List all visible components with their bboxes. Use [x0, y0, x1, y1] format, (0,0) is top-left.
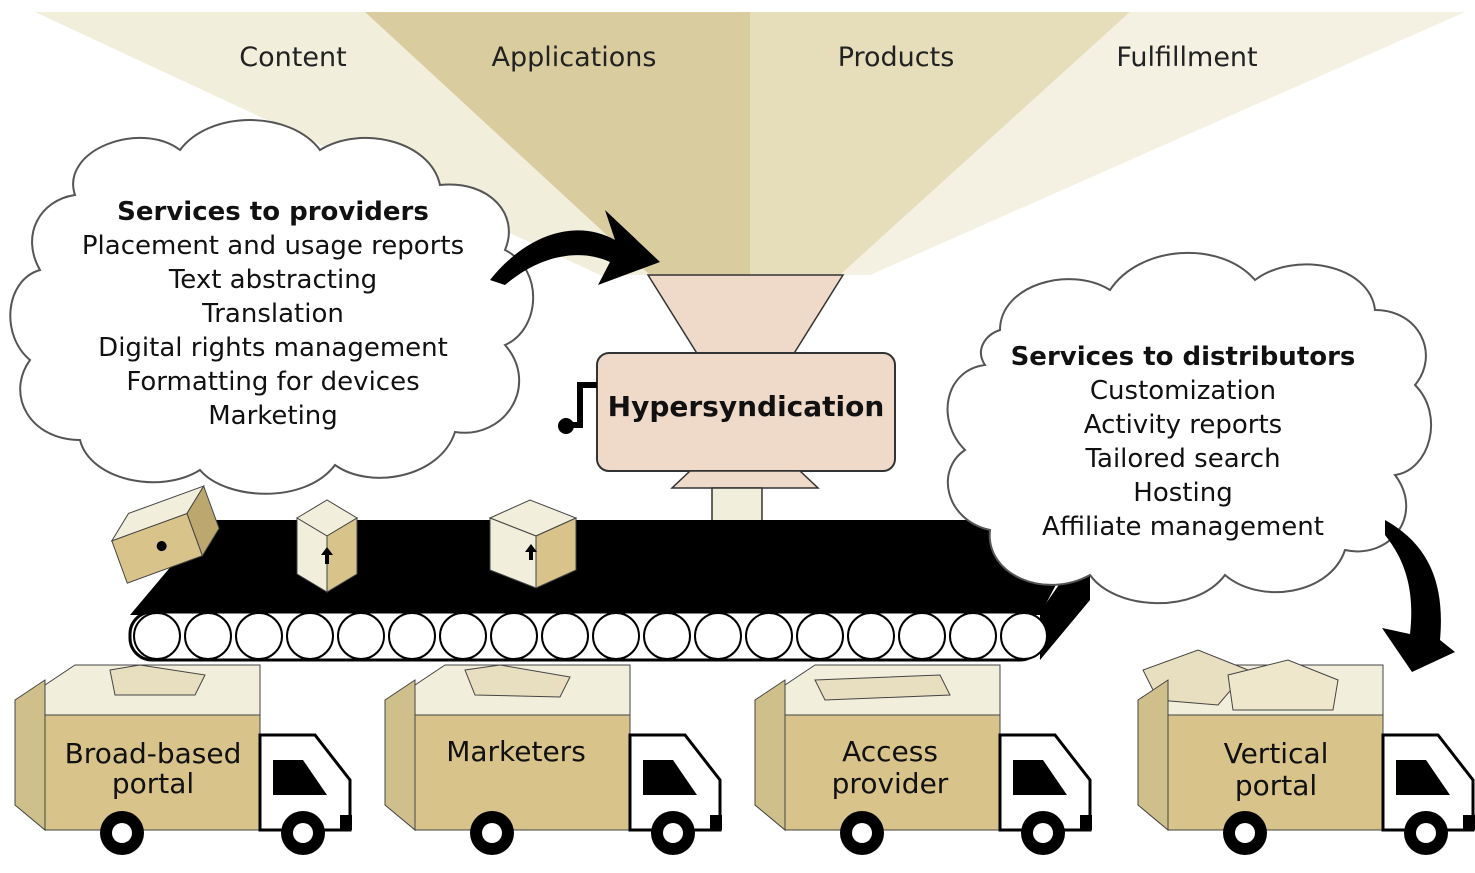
belt-roller: [286, 612, 334, 660]
funnel-panel-products: [750, 12, 1130, 275]
belt-roller: [694, 612, 742, 660]
truck-label: Access: [842, 735, 938, 768]
belt-roller: [235, 612, 283, 660]
curved-arrow-icon: [490, 210, 660, 285]
funnel-label-products: Products: [838, 42, 955, 73]
providers-cloud-item: Text abstracting: [168, 265, 377, 295]
belt-roller: [847, 612, 895, 660]
distributors-cloud: Services to distributors Customization A…: [946, 251, 1432, 605]
belt-roller: [643, 612, 691, 660]
belt-roller: [745, 612, 793, 660]
distributors-cloud-shape: [946, 251, 1432, 605]
funnel-label-applications: Applications: [492, 42, 657, 73]
belt-roller: [337, 612, 385, 660]
truck-label: provider: [832, 767, 949, 800]
belt-roller: [439, 612, 487, 660]
delivery-truck: Marketers: [384, 664, 722, 855]
providers-cloud-shape: [9, 119, 535, 495]
distributors-cloud-item: Hosting: [1133, 478, 1232, 508]
distributors-cloud-item: Activity reports: [1084, 410, 1282, 440]
package-icon: [488, 499, 578, 589]
belt-rollers: [133, 612, 1048, 660]
providers-cloud-title: Services to providers: [117, 197, 429, 227]
belt-roller: [388, 612, 436, 660]
curved-arrow-icon: [1382, 520, 1455, 672]
providers-cloud: Services to providers Placement and usag…: [9, 119, 535, 495]
machine-crank-knob-icon: [558, 418, 574, 434]
package-icon: [296, 499, 358, 593]
belt-roller: [184, 612, 232, 660]
delivery-truck: Access provider: [754, 664, 1092, 855]
machine-base: [670, 470, 820, 489]
funnel-panel-applications: [365, 12, 750, 275]
providers-cloud-item: Digital rights management: [98, 333, 448, 363]
distributors-cloud-item: Customization: [1090, 376, 1276, 406]
belt-roller: [490, 612, 538, 660]
machine-label: Hypersyndication: [608, 390, 885, 423]
providers-cloud-item: Translation: [201, 299, 344, 329]
funnel-label-fulfillment: Fulfillment: [1116, 42, 1257, 73]
machine-crank-icon: [566, 382, 597, 428]
truck-label: Marketers: [446, 735, 586, 768]
delivery-trucks: Broad-based portal Marketers: [14, 649, 1475, 855]
truck-label: Vertical: [1224, 737, 1329, 770]
delivery-truck: Vertical portal: [1137, 649, 1475, 855]
providers-cloud-item: Placement and usage reports: [82, 231, 464, 261]
conveyor-belt: [128, 520, 1090, 662]
belt-roller: [541, 612, 589, 660]
truck-label: portal: [1235, 769, 1317, 802]
belt-top: [130, 520, 1090, 615]
distributors-cloud-title: Services to distributors: [1011, 342, 1356, 372]
belt-roller: [133, 612, 181, 660]
funnel-panel-fulfillment: [840, 12, 1465, 275]
belt-roller: [592, 612, 640, 660]
funnel-label-content: Content: [239, 42, 346, 73]
truck-label: portal: [112, 767, 194, 800]
providers-cloud-item: Marketing: [208, 401, 338, 431]
distributors-cloud-item: Tailored search: [1084, 444, 1280, 474]
package-icon: [110, 484, 220, 584]
hypersyndication-machine: Hypersyndication: [558, 274, 896, 585]
belt-packages: [110, 484, 578, 593]
providers-cloud-item: Formatting for devices: [126, 367, 419, 397]
distributors-cloud-item: Affiliate management: [1042, 512, 1324, 542]
belt-roller: [949, 612, 997, 660]
delivery-truck: Broad-based portal: [14, 664, 352, 855]
truck-label: Broad-based: [65, 737, 242, 770]
belt-roller: [898, 612, 946, 660]
machine-hopper: [646, 274, 845, 356]
belt-roller: [1000, 612, 1048, 660]
belt-roller: [796, 612, 844, 660]
